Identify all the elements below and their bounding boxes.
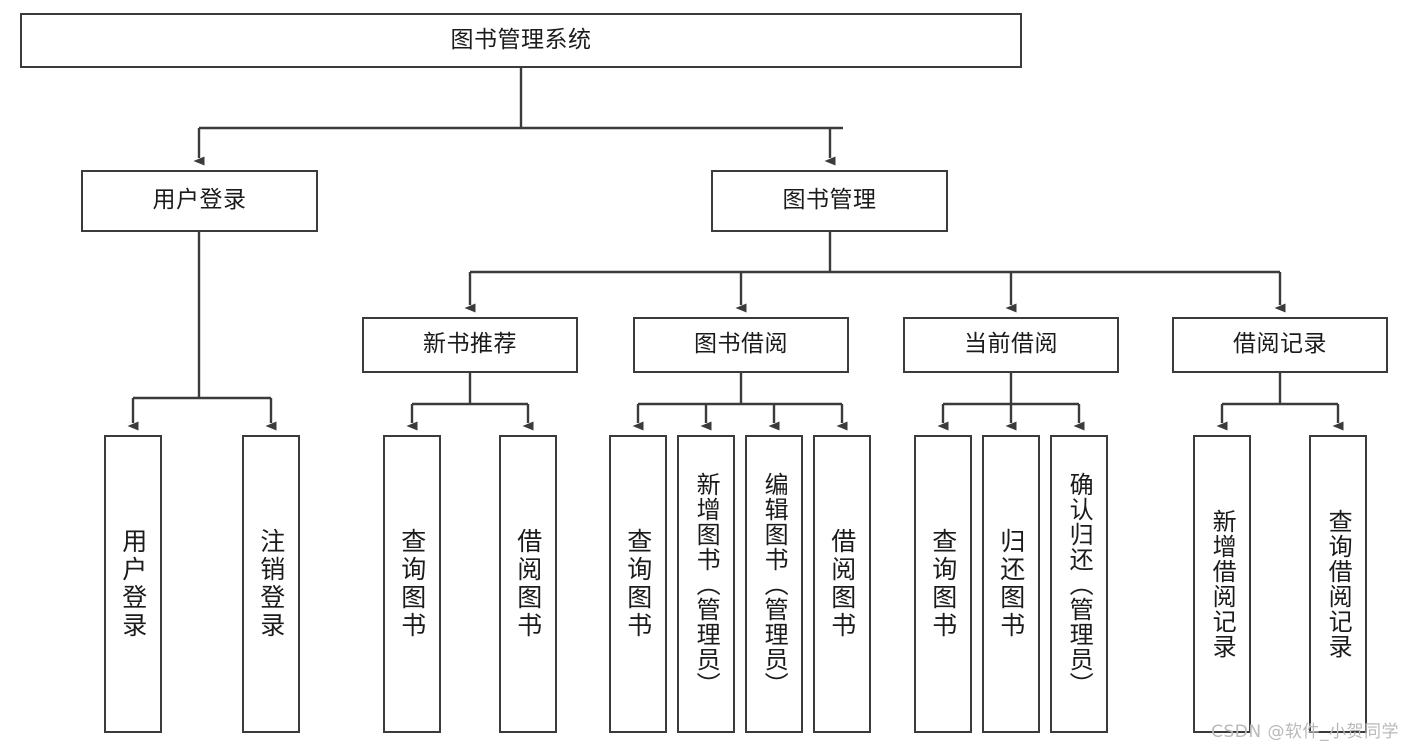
- node-leaf-borrow-book-1[interactable]: 借阅图书: [499, 435, 557, 733]
- node-leaf-query-book-3-label: 查询图书: [928, 528, 958, 640]
- node-leaf-return-book-label: 归还图书: [996, 528, 1026, 640]
- node-leaf-return-book[interactable]: 归还图书: [982, 435, 1040, 733]
- node-leaf-add-book[interactable]: 新增图书（管理员）: [677, 435, 735, 733]
- node-borrow-record-label: 借阅记录: [1233, 331, 1327, 358]
- node-leaf-query-book-1[interactable]: 查询图书: [383, 435, 441, 733]
- node-new-book-rec-label: 新书推荐: [423, 331, 517, 358]
- node-leaf-confirm-return[interactable]: 确认归还（管理员）: [1050, 435, 1108, 733]
- node-leaf-query-book-2-label: 查询图书: [623, 528, 653, 640]
- node-leaf-query-book-2[interactable]: 查询图书: [609, 435, 667, 733]
- node-leaf-borrow-book-1-label: 借阅图书: [513, 528, 543, 640]
- node-user-login[interactable]: 用户登录: [81, 170, 318, 232]
- node-leaf-confirm-return-label: 确认归还（管理员）: [1065, 471, 1094, 697]
- node-borrow-record[interactable]: 借阅记录: [1172, 317, 1388, 373]
- node-leaf-query-book-1-label: 查询图书: [397, 528, 427, 640]
- node-leaf-add-record[interactable]: 新增借阅记录: [1193, 435, 1251, 733]
- node-current-borrow[interactable]: 当前借阅: [903, 317, 1119, 373]
- node-book-borrow[interactable]: 图书借阅: [633, 317, 849, 373]
- node-leaf-logout[interactable]: 注销登录: [242, 435, 300, 733]
- node-leaf-edit-book[interactable]: 编辑图书（管理员）: [745, 435, 803, 733]
- node-book-manage-label: 图书管理: [782, 187, 877, 214]
- csdn-watermark: CSDN @软件_小贺同学: [1211, 722, 1399, 742]
- node-leaf-user-login-label: 用户登录: [118, 528, 148, 640]
- node-leaf-query-book-3[interactable]: 查询图书: [914, 435, 972, 733]
- node-leaf-borrow-book-2-label: 借阅图书: [827, 528, 857, 640]
- node-new-book-rec[interactable]: 新书推荐: [362, 317, 578, 373]
- node-leaf-user-login[interactable]: 用户登录: [104, 435, 162, 733]
- node-root[interactable]: 图书管理系统: [20, 13, 1022, 68]
- node-leaf-add-record-label: 新增借阅记录: [1208, 509, 1237, 659]
- node-leaf-borrow-book-2[interactable]: 借阅图书: [813, 435, 871, 733]
- node-leaf-logout-label: 注销登录: [256, 528, 286, 640]
- node-leaf-query-record-label: 查询借阅记录: [1324, 509, 1353, 659]
- node-leaf-add-book-label: 新增图书（管理员）: [692, 471, 721, 697]
- node-leaf-query-record[interactable]: 查询借阅记录: [1309, 435, 1367, 733]
- node-user-login-label: 用户登录: [152, 187, 247, 214]
- node-book-borrow-label: 图书借阅: [694, 331, 788, 358]
- node-root-label: 图书管理系统: [450, 26, 592, 53]
- node-leaf-edit-book-label: 编辑图书（管理员）: [760, 471, 789, 697]
- node-current-borrow-label: 当前借阅: [964, 331, 1058, 358]
- node-book-manage[interactable]: 图书管理: [711, 170, 948, 232]
